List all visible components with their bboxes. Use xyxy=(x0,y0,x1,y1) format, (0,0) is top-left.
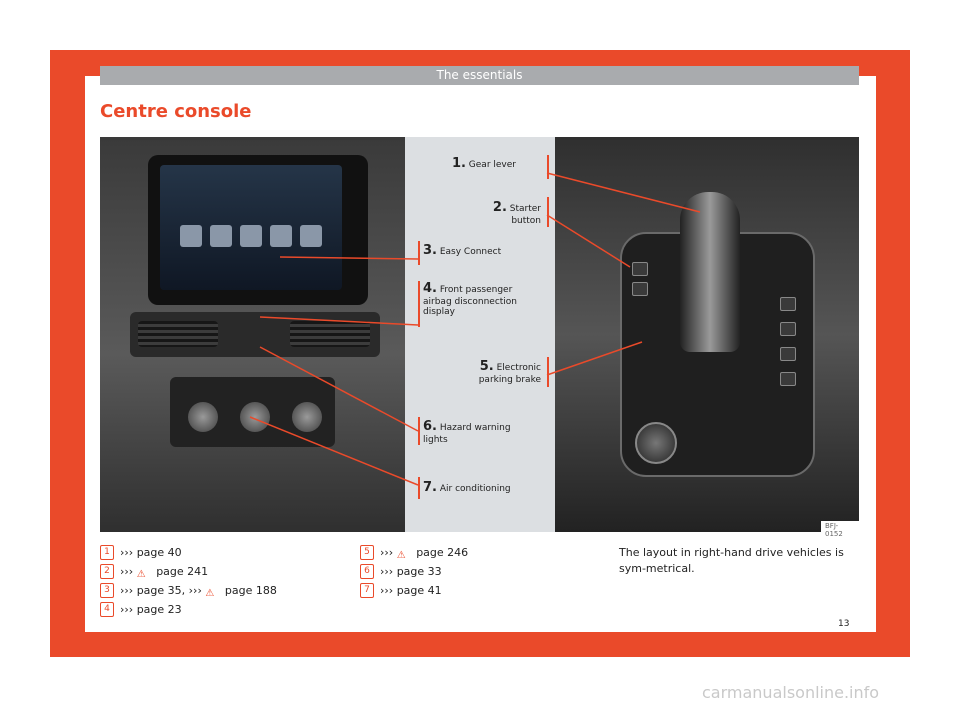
screen-tile xyxy=(210,225,232,247)
side-button-icon xyxy=(780,297,796,311)
callout-marker xyxy=(547,155,549,179)
callout-number: 4. xyxy=(423,281,437,296)
callout-badge: 3 xyxy=(100,583,114,598)
label-panel xyxy=(405,137,555,532)
figure-code: BFJ-0152 xyxy=(821,521,859,539)
callout-badge: 6 xyxy=(360,564,374,579)
callout-badge: 1 xyxy=(100,545,114,560)
callout-marker xyxy=(547,357,549,387)
air-vent-right xyxy=(290,321,370,347)
reference-arrows: ››› xyxy=(120,565,134,578)
screen-tile xyxy=(300,225,322,247)
callout-label-4: 4. Front passenger airbag disconnection … xyxy=(423,281,533,318)
screen-tile xyxy=(180,225,202,247)
warning-icon: ⚠ xyxy=(136,569,146,580)
callout-marker xyxy=(418,477,420,499)
reference-link[interactable]: ››› page 40 xyxy=(120,546,182,559)
watermark[interactable]: carmanualsonline.info xyxy=(702,683,880,702)
callout-text: Air conditioning xyxy=(439,484,511,494)
callout-label-1: 1. Gear lever xyxy=(386,156,516,172)
parking-brake-button-icon xyxy=(632,262,648,276)
reference-arrows: ››› xyxy=(380,546,394,559)
callout-number: 3. xyxy=(423,243,437,258)
section-header: The essentials xyxy=(100,66,859,85)
gear-lever-icon xyxy=(680,192,740,352)
callout-text: Front passenger airbag disconnection dis… xyxy=(423,285,518,318)
screen-tile xyxy=(270,225,292,247)
reference-item: 1 ››› page 40 xyxy=(100,545,277,564)
callout-marker xyxy=(418,281,420,327)
screen-tile xyxy=(240,225,262,247)
callout-label-5: 5. Electronic parking brake xyxy=(461,359,541,385)
callout-lines xyxy=(249,172,701,486)
climate-knob-icon xyxy=(240,402,270,432)
callout-marker xyxy=(418,241,420,265)
reference-link[interactable]: ››› page 33 xyxy=(380,565,442,578)
callout-badge: 2 xyxy=(100,564,114,579)
reference-item: 4 ››› page 23 xyxy=(100,602,277,621)
reference-link[interactable]: page 188 xyxy=(224,584,277,597)
reference-item: 2 ››› ⚠ page 241 xyxy=(100,564,277,583)
reference-list-middle: 5 ››› ⚠ page 246 6 ››› page 33 7 ››› pag… xyxy=(360,545,468,602)
callout-marker xyxy=(418,417,420,445)
reference-link[interactable]: page 241 xyxy=(156,565,209,578)
page-number: 13 xyxy=(838,619,850,629)
callout-number: 7. xyxy=(423,480,437,495)
reference-item: 6 ››› page 33 xyxy=(360,564,468,583)
climate-knob-icon xyxy=(292,402,322,432)
reference-item: 3 ››› page 35, ››› ⚠ page 188 xyxy=(100,583,277,602)
callout-text: Electronic parking brake xyxy=(478,363,541,385)
reference-link[interactable]: page 246 xyxy=(416,546,469,559)
side-button-icon xyxy=(780,322,796,336)
air-vent-left xyxy=(138,321,218,347)
warning-icon: ⚠ xyxy=(396,550,406,561)
callout-badge: 4 xyxy=(100,602,114,617)
climate-knob-icon xyxy=(188,402,218,432)
callout-label-3: 3. Easy Connect xyxy=(423,243,543,259)
callout-text: Easy Connect xyxy=(439,247,502,257)
reference-list-left: 1 ››› page 40 2 ››› ⚠ page 241 3 ››› pag… xyxy=(100,545,277,621)
reference-item: 5 ››› ⚠ page 246 xyxy=(360,545,468,564)
drive-mode-dial-icon xyxy=(635,422,677,464)
reference-item: 7 ››› page 41 xyxy=(360,583,468,602)
callout-number: 6. xyxy=(423,419,437,434)
callout-text: Hazard warning lights xyxy=(423,423,511,445)
callout-number: 5. xyxy=(479,359,494,374)
reference-link[interactable]: ››› page 35, ››› xyxy=(120,584,202,597)
callout-label-2: 2. Starter button xyxy=(481,200,541,226)
console-figure: 1. Gear lever 2. Starter button 3. Easy … xyxy=(100,137,859,539)
page-title: Centre console xyxy=(100,101,252,122)
side-button-icon xyxy=(780,347,796,361)
callout-label-6: 6. Hazard warning lights xyxy=(423,419,533,445)
gear-photo xyxy=(555,137,859,532)
dashboard-photo xyxy=(100,137,405,532)
callout-text: Starter button xyxy=(509,204,541,226)
callout-badge: 7 xyxy=(360,583,374,598)
infotainment-screen xyxy=(160,165,342,290)
reference-link[interactable]: ››› page 23 xyxy=(120,603,182,616)
side-button-icon xyxy=(780,372,796,386)
callout-label-7: 7. Air conditioning xyxy=(423,480,543,496)
reference-link[interactable]: ››› page 41 xyxy=(380,584,442,597)
callout-number: 2. xyxy=(492,200,507,215)
layout-note: The layout in right-hand drive vehicles … xyxy=(619,546,844,575)
callout-number: 1. xyxy=(451,156,466,171)
callout-text: Gear lever xyxy=(468,160,516,170)
callout-badge: 5 xyxy=(360,545,374,560)
warning-icon: ⚠ xyxy=(205,588,215,599)
auto-hold-button-icon xyxy=(632,282,648,296)
callout-marker xyxy=(547,197,549,227)
